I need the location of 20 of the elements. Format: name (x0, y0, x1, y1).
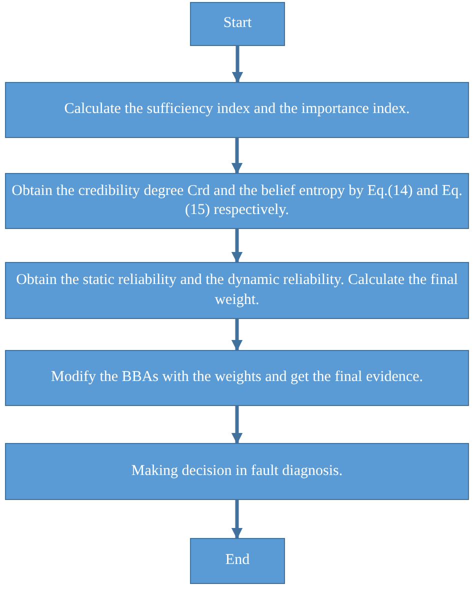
arrow (231, 138, 243, 174)
step-text: Making decision in fault diagnosis. (131, 462, 343, 481)
arrow (231, 406, 243, 444)
arrow (231, 319, 243, 352)
step-text: Calculate the sufficiency index and the importance index. (64, 100, 410, 120)
process-box (5, 443, 469, 500)
process-box (5, 262, 469, 319)
step-text: Obtain the static reliability and the dynamic reliability. Calculate the final weight. (15, 271, 459, 310)
step-text: Start (223, 14, 252, 34)
arrow (231, 500, 243, 540)
terminal-box (190, 2, 285, 46)
terminal-box (190, 538, 285, 584)
step-text: Modify the BBAs with the weights and get the final evidence. (50, 368, 423, 388)
step-text: End (225, 551, 250, 570)
process-box (5, 82, 469, 138)
arrow (231, 229, 243, 264)
step-text: Obtain the credibility degree Crd and the belief entropy by Eq.(14) and Eq.(15) respectively. (10, 182, 464, 220)
arrow (232, 46, 244, 84)
process-box (5, 173, 469, 229)
process-box (5, 350, 469, 406)
